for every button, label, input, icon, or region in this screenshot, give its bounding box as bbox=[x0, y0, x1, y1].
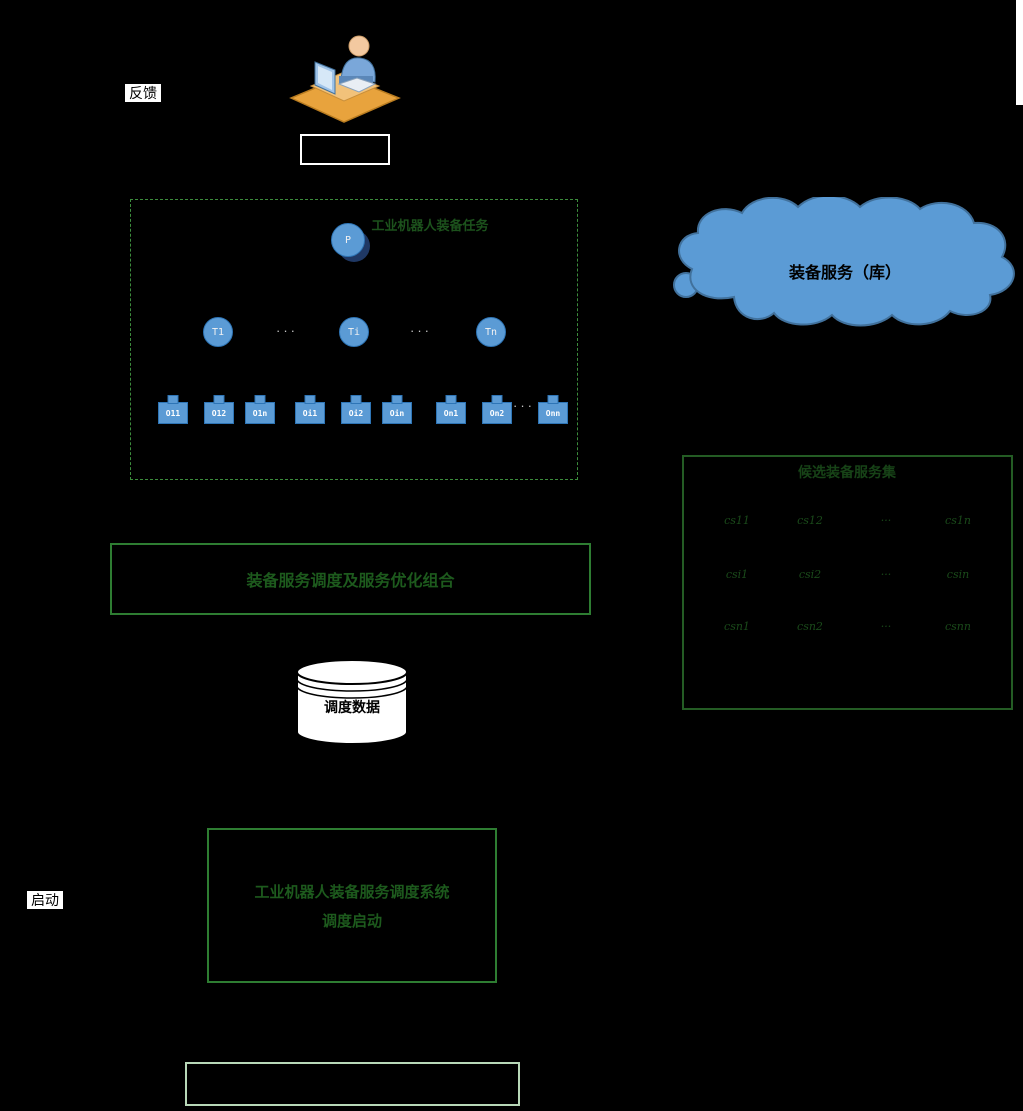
candidate-cell: csin bbox=[946, 568, 970, 581]
scheduler-box: 装备服务调度及服务优化组合 bbox=[110, 543, 591, 615]
system-label-line1: 工业机器人装备服务调度系统 bbox=[254, 883, 450, 901]
candidate-cell: ··· bbox=[880, 568, 892, 581]
root-node: P bbox=[331, 223, 365, 257]
task-node: Ti bbox=[339, 317, 369, 347]
candidate-cell: csn2 bbox=[797, 620, 823, 633]
operation-node: On2 bbox=[482, 402, 512, 424]
database-cylinder-shape bbox=[296, 659, 408, 745]
candidate-cell: csn1 bbox=[724, 620, 750, 633]
candidate-panel bbox=[682, 455, 1013, 710]
operation-node: Onn bbox=[538, 402, 568, 424]
service-cloud-label: 装备服务（库） bbox=[788, 265, 901, 282]
candidate-cell: ··· bbox=[880, 620, 892, 633]
candidate-cell: cs11 bbox=[724, 514, 750, 527]
operation-node: O12 bbox=[204, 402, 234, 424]
candidate-panel-title: 候选装备服务集 bbox=[798, 464, 896, 480]
database-label: 调度数据 bbox=[324, 699, 380, 715]
start-label: 启动 bbox=[27, 891, 63, 909]
candidate-cell: cs1n bbox=[945, 514, 971, 527]
bottom-box bbox=[185, 1062, 520, 1106]
scheduler-label: 装备服务调度及服务优化组合 bbox=[246, 573, 455, 590]
system-label-line2: 调度启动 bbox=[321, 912, 382, 930]
user-request-box bbox=[300, 134, 390, 165]
task-node: T1 bbox=[203, 317, 233, 347]
screen-edge-strip bbox=[1016, 0, 1023, 105]
task-panel bbox=[130, 199, 578, 480]
operation-node: Oi1 bbox=[295, 402, 325, 424]
service-cloud-shape bbox=[673, 197, 1015, 327]
operation-node: O1n bbox=[245, 402, 275, 424]
system-box: 工业机器人装备服务调度系统 调度启动 bbox=[207, 828, 497, 983]
task-ellipsis: ··· bbox=[276, 323, 298, 338]
operation-node: On1 bbox=[436, 402, 466, 424]
person-at-desk-clipart bbox=[289, 35, 401, 123]
candidate-cell: ··· bbox=[880, 514, 892, 527]
operation-ellipsis: ··· bbox=[513, 398, 535, 413]
task-panel-title: 工业机器人装备任务 bbox=[371, 218, 489, 233]
candidate-cell: csnn bbox=[945, 620, 971, 633]
task-ellipsis: ··· bbox=[410, 323, 432, 338]
operation-node: Oi2 bbox=[341, 402, 371, 424]
operation-node: O11 bbox=[158, 402, 188, 424]
task-node: Tn bbox=[476, 317, 506, 347]
candidate-cell: csi2 bbox=[798, 568, 822, 581]
feedback-label: 反馈 bbox=[125, 84, 161, 102]
operation-node: Oin bbox=[382, 402, 412, 424]
candidate-cell: cs12 bbox=[797, 514, 823, 527]
candidate-cell: csi1 bbox=[725, 568, 749, 581]
